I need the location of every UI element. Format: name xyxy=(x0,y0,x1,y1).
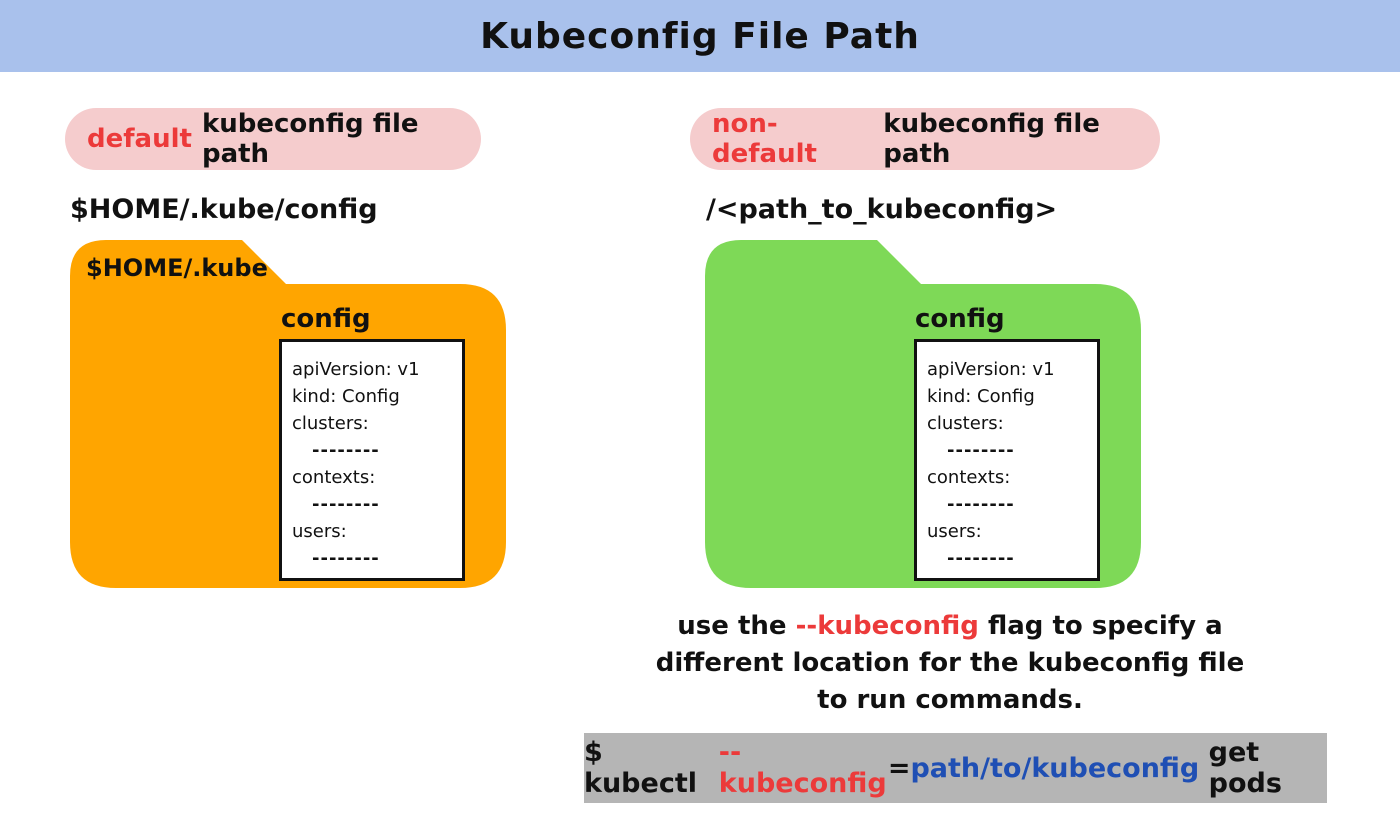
command-flag: --kubeconfig xyxy=(718,737,887,799)
file-line: clusters: xyxy=(927,413,1004,434)
file-line: -------- xyxy=(947,548,1015,569)
file-line: kind: Config xyxy=(292,386,400,407)
title-banner: Kubeconfig File Path xyxy=(0,0,1400,72)
default-pill-text: kubeconfig file path xyxy=(201,109,419,169)
file-line: -------- xyxy=(947,494,1015,515)
note-line-2: different location for the kubeconfig fi… xyxy=(655,648,1245,678)
non-default-pill-accent: non-default xyxy=(712,109,817,169)
file-line: apiVersion: v1 xyxy=(292,359,420,380)
default-config-file: apiVersion: v1 kind: Config clusters: --… xyxy=(279,339,465,581)
page-title: Kubeconfig File Path xyxy=(480,15,920,57)
default-path-pill: default kubeconfig file path xyxy=(65,108,481,170)
file-line: kind: Config xyxy=(927,386,1035,407)
kubeconfig-flag-note: use the --kubeconfig flag to specify a d… xyxy=(640,608,1260,719)
file-line: contexts: xyxy=(927,467,1011,488)
file-line: clusters: xyxy=(292,413,369,434)
command-example: $ kubectl --kubeconfig=path/to/kubeconfi… xyxy=(584,733,1327,803)
file-line: users: xyxy=(292,521,347,542)
note-flag: --kubeconfig xyxy=(795,611,979,641)
file-line: contexts: xyxy=(292,467,376,488)
folder-label: $HOME/.kube xyxy=(86,254,268,282)
file-line: -------- xyxy=(947,440,1015,461)
non-default-path-label: /<path_to_kubeconfig> xyxy=(706,194,1058,225)
note-text: use the xyxy=(677,611,787,641)
note-line-1: use the --kubeconfig flag to specify a xyxy=(640,608,1260,645)
non-default-pill-text: kubeconfig file path xyxy=(883,109,1100,169)
file-line: -------- xyxy=(312,440,380,461)
default-path-label: $HOME/.kube/config xyxy=(70,194,378,225)
file-line: apiVersion: v1 xyxy=(927,359,1055,380)
default-pill-accent: default xyxy=(87,124,192,154)
command-suffix: get pods xyxy=(1208,737,1282,799)
note-line-3: to run commands. xyxy=(817,685,1083,715)
non-default-config-file: apiVersion: v1 kind: Config clusters: --… xyxy=(914,339,1100,581)
file-line: -------- xyxy=(312,494,380,515)
non-default-file-name: config xyxy=(915,304,1005,334)
non-default-path-pill: non-default kubeconfig file path xyxy=(690,108,1160,170)
note-text: flag to specify a xyxy=(987,611,1223,641)
file-line: users: xyxy=(927,521,982,542)
command-prefix: $ kubectl xyxy=(584,737,697,799)
command-equals: = xyxy=(887,752,911,784)
default-file-name: config xyxy=(281,304,371,334)
file-line: -------- xyxy=(312,548,380,569)
command-value: path/to/kubeconfig xyxy=(910,752,1200,784)
